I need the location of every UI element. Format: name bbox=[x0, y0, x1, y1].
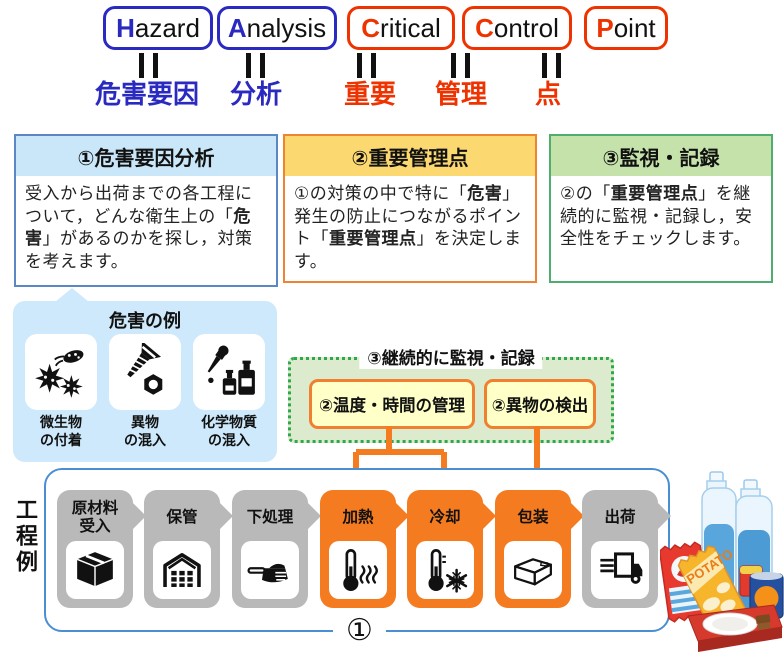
flow-bottom-marker: ① bbox=[333, 611, 386, 651]
word-rest: oint bbox=[613, 12, 656, 43]
process-step-prep: 下処理 bbox=[232, 490, 321, 608]
step-label: 冷却 bbox=[429, 509, 461, 527]
process-step-receiving: 原材料受入 bbox=[57, 490, 146, 608]
word-rest: ontrol bbox=[493, 12, 559, 43]
step-label: 加熱 bbox=[342, 509, 374, 527]
process-step-cooling: 冷却 bbox=[407, 490, 496, 608]
equals-icon bbox=[139, 53, 158, 78]
hazard-examples-bubble: 危害の例 bbox=[13, 301, 277, 462]
process-step-packaging: 包装 bbox=[495, 490, 584, 608]
info-box-monitoring: ③監視・記録 ②の「重要管理点」を継続的に監視・記録し，安全性をチェックします。 bbox=[549, 134, 773, 283]
cold-thermometer-snowflake-icon bbox=[428, 549, 468, 593]
continuous-monitoring-title: ③継続的に監視・記録 bbox=[359, 344, 543, 369]
step-label: 包装 bbox=[517, 509, 549, 527]
step-arrow bbox=[395, 502, 409, 530]
step-label: 原材料受入 bbox=[71, 500, 119, 535]
equals-icon bbox=[451, 53, 470, 78]
step-arrow bbox=[482, 502, 496, 530]
info-box-title: ①危害要因分析 bbox=[16, 136, 276, 176]
word-initial: C bbox=[475, 12, 494, 43]
info-box-body: 受入から出荷までの各工程について，どんな衛生上の「危害」があるのかを探し，対策を… bbox=[25, 184, 253, 271]
info-box-body: ②の「重要管理点」を継続的に監視・記録し，安全性をチェックします。 bbox=[560, 184, 753, 249]
pan-icon bbox=[247, 563, 288, 583]
step-label: 出荷 bbox=[604, 509, 636, 527]
box-outline-icon bbox=[514, 558, 552, 586]
word-initial: A bbox=[227, 12, 247, 43]
package-icon bbox=[76, 552, 114, 587]
truck-icon bbox=[600, 552, 643, 584]
dropper-bottles-icon bbox=[207, 345, 255, 395]
step-label: 下処理 bbox=[246, 509, 294, 527]
microbe-icon bbox=[35, 350, 84, 398]
step-arrow bbox=[132, 502, 146, 530]
equals-icon bbox=[542, 53, 561, 78]
equals-icon bbox=[246, 53, 265, 78]
word-rest: nalysis bbox=[246, 12, 327, 43]
process-example-label: 工程例 bbox=[13, 498, 38, 576]
info-box-title: ②重要管理点 bbox=[285, 136, 535, 176]
hazard-label-microbe: 微生物の付着 bbox=[40, 414, 82, 448]
food-products-illustration: POTATO bbox=[660, 471, 784, 652]
hazard-card-foreign-object bbox=[109, 334, 181, 410]
hazard-examples-title: 危害の例 bbox=[109, 311, 181, 331]
word-rest: azard bbox=[134, 12, 200, 43]
process-step-shipping: 出荷 bbox=[582, 490, 671, 608]
hazard-label-chemical: 化学物質の混入 bbox=[201, 414, 257, 448]
translation-control: 管理 bbox=[434, 79, 488, 109]
hazard-card-microbe bbox=[25, 334, 97, 410]
process-step-heating: 加熱 bbox=[320, 490, 409, 608]
ccp-tag-foreign-object-detection: ②異物の検出 bbox=[484, 379, 596, 429]
equals-icon bbox=[357, 53, 376, 78]
process-step-storage: 保管 bbox=[144, 490, 233, 608]
step-arrow bbox=[657, 502, 671, 530]
screw-nut-icon bbox=[127, 343, 163, 395]
bubble-pointer bbox=[55, 288, 89, 302]
translation-hazard: 危害要因 bbox=[94, 79, 200, 109]
word-initial: H bbox=[116, 12, 135, 43]
step-label: 保管 bbox=[166, 509, 198, 527]
word-initial: P bbox=[596, 12, 614, 43]
translation-critical: 重要 bbox=[343, 79, 397, 109]
step-arrow bbox=[219, 502, 233, 530]
translation-point: 点 bbox=[534, 79, 562, 109]
warehouse-icon bbox=[163, 553, 201, 587]
step-arrow bbox=[307, 502, 321, 530]
translation-analysis: 分析 bbox=[229, 79, 283, 109]
word-rest: ritical bbox=[380, 12, 441, 43]
continuous-monitoring-box: ③継続的に監視・記録 ②温度・時間の管理 ②異物の検出 bbox=[288, 344, 614, 443]
word-initial: C bbox=[361, 12, 381, 43]
info-box-body: ①の対策の中で特に「危害」発生の防止につながるポイント「重要管理点」を決定します… bbox=[294, 184, 522, 271]
ccp-tag-temperature-time: ②温度・時間の管理 bbox=[309, 379, 475, 429]
hazard-label-foreign-object: 異物の混入 bbox=[124, 414, 166, 448]
info-box-hazard-analysis: ①危害要因分析 受入から出荷までの各工程について，どんな衛生上の「危害」があるの… bbox=[14, 134, 278, 287]
heat-thermometer-icon bbox=[343, 549, 378, 591]
step-arrow bbox=[570, 502, 584, 530]
info-box-title: ③監視・記録 bbox=[551, 136, 771, 176]
info-box-ccp: ②重要管理点 ①の対策の中で特に「危害」発生の防止につながるポイント「重要管理点… bbox=[283, 134, 537, 283]
hazard-card-chemical bbox=[193, 334, 265, 410]
